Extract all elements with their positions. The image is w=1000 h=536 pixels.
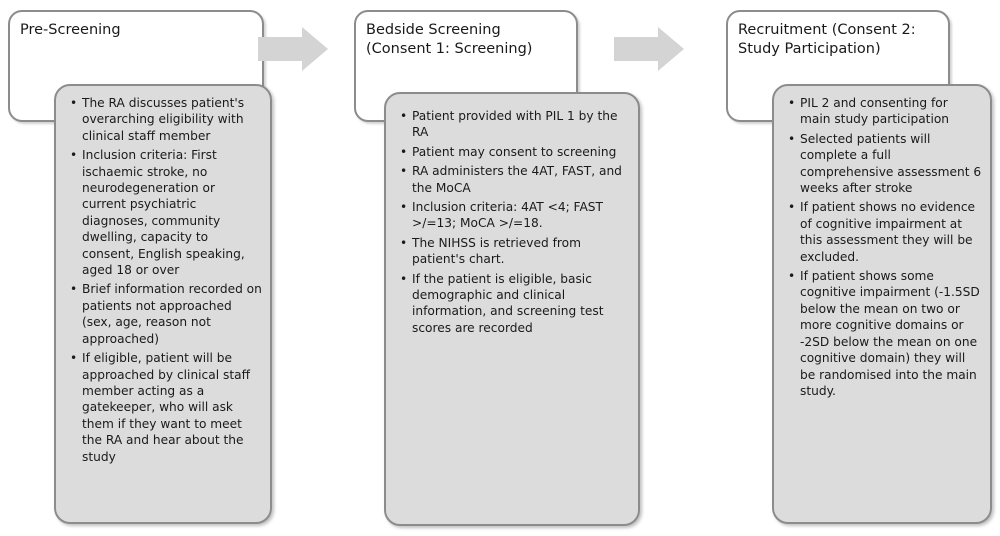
criteria-list-recruitment: PIL 2 and consenting for main study part… <box>788 95 982 399</box>
detail-box-recruitment: PIL 2 and consenting for main study part… <box>772 84 992 524</box>
stage-title-recruitment: Recruitment (Consent 2: Study Participat… <box>738 22 916 57</box>
detail-box-pre-screening: The RA discusses patient's overarching e… <box>54 84 272 524</box>
list-item: If the patient is eligible, basic demogr… <box>400 271 630 337</box>
list-item: If patient shows some cognitive impairme… <box>788 268 982 399</box>
list-item: The NIHSS is retrieved from patient's ch… <box>400 235 630 268</box>
list-item: If eligible, patient will be approached … <box>70 350 262 465</box>
flow-arrow-2 <box>614 27 684 71</box>
list-item: RA administers the 4AT, FAST, and the Mo… <box>400 163 630 196</box>
list-item: Selected patients will complete a full c… <box>788 131 982 197</box>
list-item: Brief information recorded on patients n… <box>70 281 262 347</box>
flow-arrow-1 <box>258 27 328 71</box>
stage-title-pre-screening: Pre-Screening <box>20 22 121 38</box>
list-item: Patient provided with PIL 1 by the RA <box>400 108 630 141</box>
list-item: If patient shows no evidence of cognitiv… <box>788 199 982 265</box>
list-item: Inclusion criteria: First ischaemic stro… <box>70 147 262 278</box>
detail-box-bedside-screening: Patient provided with PIL 1 by the RA Pa… <box>384 92 640 526</box>
list-item: Inclusion criteria: 4AT <4; FAST >/=13; … <box>400 199 630 232</box>
criteria-list-bedside-screening: Patient provided with PIL 1 by the RA Pa… <box>400 108 630 336</box>
stage-title-bedside-screening: Bedside Screening (Consent 1: Screening) <box>366 22 533 57</box>
criteria-list-pre-screening: The RA discusses patient's overarching e… <box>70 95 262 465</box>
list-item: The RA discusses patient's overarching e… <box>70 95 262 144</box>
list-item: PIL 2 and consenting for main study part… <box>788 95 982 128</box>
list-item: Patient may consent to screening <box>400 144 630 161</box>
